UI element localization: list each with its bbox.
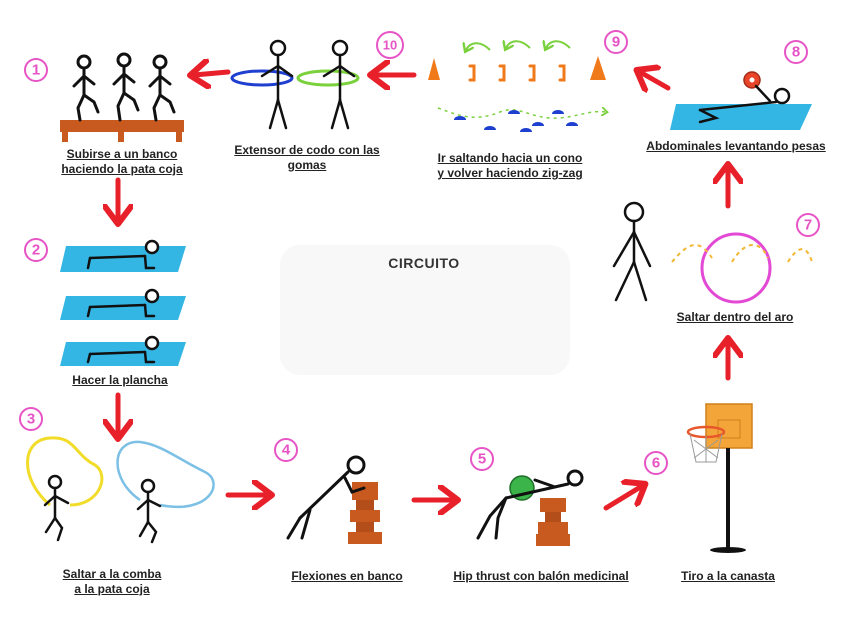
label-line: Flexiones en banco	[291, 569, 403, 583]
band-blue	[230, 69, 294, 87]
label-line: y volver haciendo zig-zag	[437, 166, 583, 180]
number-circle-3	[19, 407, 43, 431]
number-circle-6	[644, 451, 668, 475]
station-number-3: 3	[27, 411, 35, 428]
station-label-5: Hip thrust con balón medicinal	[453, 569, 628, 584]
station-label-10: Extensor de codo con las gomas	[234, 143, 379, 173]
label-line: Subirse a un banco	[66, 147, 178, 161]
label-line: Tiro a la canasta	[681, 569, 775, 583]
station-8-illustration	[670, 71, 812, 130]
marker-dome	[454, 116, 466, 120]
station-label-6: Tiro a la canasta	[681, 569, 775, 584]
station-4-illustration	[286, 455, 382, 544]
station-numbers	[19, 30, 820, 475]
label-line: Ir saltando hacia un cono	[437, 151, 583, 165]
number-circle-4	[274, 438, 298, 462]
jump-rope-blue	[116, 440, 215, 508]
number-circle-1	[24, 58, 48, 82]
center-smudge	[280, 245, 570, 375]
station-label-2: Hacer la plancha	[72, 373, 167, 388]
station-label-7: Saltar dentro del aro	[677, 310, 794, 325]
mat	[60, 246, 186, 272]
station-number-4: 4	[282, 442, 291, 459]
band-green	[296, 69, 360, 87]
number-circle-10	[376, 31, 404, 59]
station-9-illustration	[428, 41, 606, 132]
arrow-8-to-9	[640, 72, 671, 88]
cone	[590, 56, 606, 80]
label-line: Hip thrust con balón medicinal	[453, 569, 629, 583]
station-number-8: 8	[792, 44, 800, 61]
floor-hoop	[700, 232, 772, 304]
station-number-5: 5	[478, 451, 486, 468]
station-number-7: 7	[804, 217, 812, 234]
label-line: Abdominales levantando pesas	[646, 139, 826, 153]
arrow-10-to-1	[194, 72, 231, 75]
station-number-6: 6	[652, 455, 660, 472]
diagram-title: CIRCUITO	[388, 255, 460, 271]
label-line: Hacer la plancha	[72, 373, 168, 387]
station-2-illustration	[60, 239, 186, 366]
mat	[670, 104, 812, 130]
station-6-illustration	[686, 403, 753, 553]
number-circle-7	[796, 213, 820, 237]
station-label-1: Subirse a un banco haciendo la pata coja	[61, 147, 182, 177]
label-line: gomas	[287, 158, 327, 172]
mat	[60, 296, 186, 320]
station-number-2: 2	[32, 242, 40, 259]
bench	[60, 120, 184, 132]
number-circle-8	[784, 40, 808, 64]
station-number-1: 1	[32, 62, 40, 79]
cone	[428, 58, 440, 80]
flow-arrows	[118, 72, 728, 508]
label-line: Saltar dentro del aro	[676, 310, 794, 324]
station-10-illustration	[230, 39, 360, 130]
station-label-8: Abdominales levantando pesas	[646, 139, 825, 154]
number-circle-9	[604, 30, 628, 54]
label-line: a la pata coja	[74, 582, 150, 596]
station-7-illustration	[612, 201, 813, 304]
station-3-illustration	[26, 436, 215, 544]
station-1-illustration	[60, 52, 184, 142]
jump-rope-yellow	[26, 436, 104, 507]
label-line: Saltar a la comba	[62, 567, 162, 581]
station-label-3: Saltar a la comba a la pata coja	[63, 567, 162, 597]
station-number-10: 10	[383, 38, 397, 53]
number-circle-5	[470, 447, 494, 471]
station-label-4: Flexiones en banco	[291, 569, 402, 584]
station-label-9: Ir saltando hacia un cono y volver hacie…	[437, 151, 582, 181]
number-circle-2	[24, 238, 48, 262]
backboard	[705, 403, 753, 449]
station-5-illustration	[476, 469, 584, 546]
label-line: Extensor de codo con las	[234, 143, 380, 157]
station-number-9: 9	[612, 34, 620, 51]
arrow-5-to-6	[603, 486, 642, 511]
label-line: haciendo la pata coja	[61, 162, 183, 176]
stool-top	[352, 482, 378, 500]
